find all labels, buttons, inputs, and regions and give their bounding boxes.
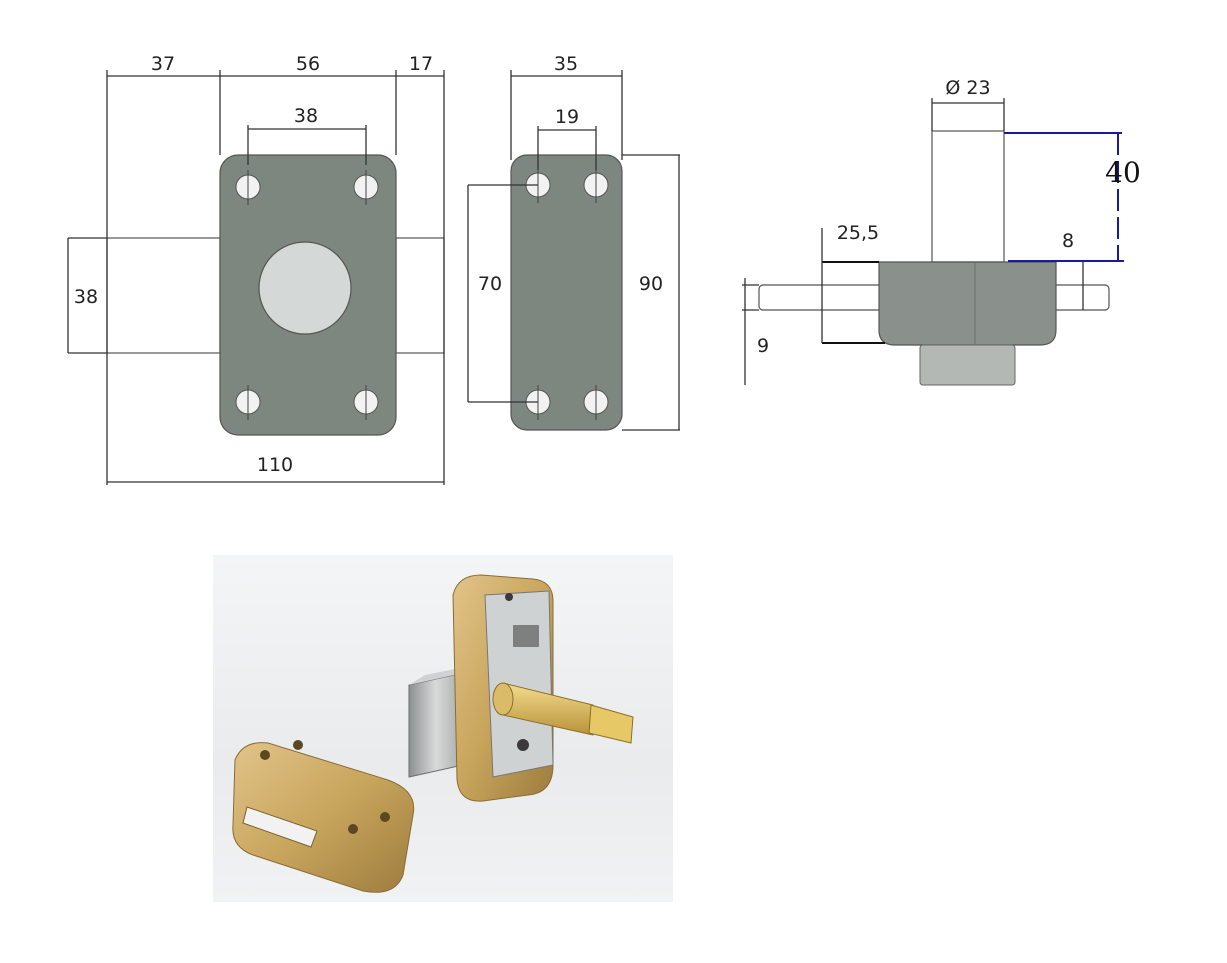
bolt-housing-right <box>395 237 445 354</box>
bolt-housing-left <box>106 237 221 354</box>
bolt-offset-label: 8 <box>1062 230 1074 252</box>
product-photo <box>213 555 673 902</box>
strike-hole-spacing-label: 19 <box>555 106 579 128</box>
depth-label: 25,5 <box>837 222 879 244</box>
cylinder-shaft <box>931 130 1005 263</box>
strike-plate <box>510 154 623 431</box>
lock-body-side <box>878 261 1057 346</box>
strike-height-label: 90 <box>639 273 663 295</box>
dim-right-label: 17 <box>409 53 433 75</box>
cylinder-length-label: 40 <box>1105 156 1141 189</box>
dim-bolt-height-label: 38 <box>74 286 98 308</box>
dim-hole-spacing-label: 38 <box>294 105 318 127</box>
strike-plate-photo <box>232 740 415 893</box>
cylinder-diameter-label: Ø 23 <box>945 77 990 99</box>
cylinder-face <box>258 241 352 335</box>
lock-illustration <box>232 574 634 893</box>
knob <box>919 344 1016 386</box>
dim-total-width-label: 110 <box>257 454 293 476</box>
cylinder-photo <box>492 682 634 744</box>
strike-hole-vertical-label: 70 <box>478 273 502 295</box>
dim-center-label: 56 <box>296 53 320 75</box>
front-view: 37 56 17 38 38 110 <box>67 53 445 485</box>
strike-view: 35 19 70 90 <box>467 53 680 431</box>
dim-left-label: 37 <box>151 53 175 75</box>
bolt-thickness-label: 9 <box>757 335 769 357</box>
strike-width-label: 35 <box>554 53 578 75</box>
side-view: Ø 23 40 25,5 8 9 <box>742 77 1141 386</box>
